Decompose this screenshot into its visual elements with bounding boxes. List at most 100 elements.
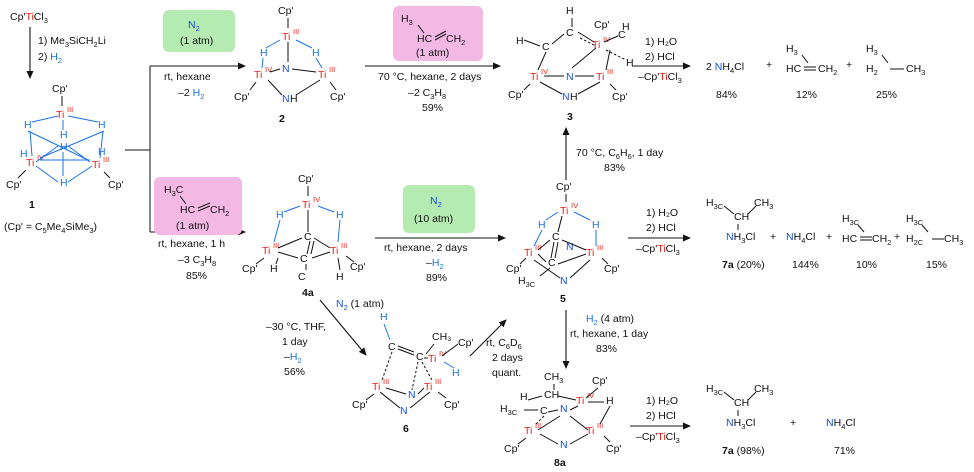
cond-4a-5-line1: rt, hexane, 2 days <box>384 242 467 254</box>
svg-text:IV: IV <box>313 195 320 204</box>
reagent-n2-a-pressure: (1 atm) <box>180 35 213 47</box>
svg-text:CH: CH <box>544 389 559 401</box>
svg-text:Ti: Ti <box>524 247 532 259</box>
svg-text:H: H <box>24 119 32 131</box>
cond-1-4a-line1: rt, hexane, 1 h <box>158 238 225 250</box>
svg-text:H: H <box>606 395 614 407</box>
svg-text:Ti: Ti <box>26 157 34 169</box>
product-propene-b-ch2: CH2 <box>872 233 891 247</box>
hydrolysis-c-step1: 1) H₂O <box>646 395 678 407</box>
svg-text:H: H <box>20 148 28 160</box>
svg-text:III: III <box>67 105 73 114</box>
svg-text:Ti: Ti <box>576 395 584 407</box>
reagent-box-propene-1atm <box>154 177 242 235</box>
svg-text:Ti: Ti <box>428 353 436 365</box>
c8a-ch3: CH3 <box>544 371 563 385</box>
svg-text:C: C <box>416 351 424 363</box>
svg-text:Cp': Cp' <box>594 19 609 31</box>
svg-text:Ti: Ti <box>56 109 64 121</box>
product-nh4cl-a-yield: 84% <box>716 89 737 101</box>
svg-text:N: N <box>282 93 290 105</box>
propene-a-ch2: CH2 <box>210 204 229 218</box>
plus-bot: + <box>790 417 796 429</box>
svg-text:C: C <box>542 41 550 53</box>
svg-text:H: H <box>520 391 528 403</box>
svg-text:H: H <box>312 47 320 59</box>
compound-2-label: 2 <box>279 113 285 125</box>
svg-text:C: C <box>298 271 306 283</box>
product-7a-b-label: 7a (20%) <box>722 259 765 271</box>
product-propane-a-ch2ch3: H2 <box>866 63 878 77</box>
hydrolysis-b-step1: 1) H₂O <box>646 207 678 219</box>
svg-text:Cp': Cp' <box>506 263 521 275</box>
plus-mid-1: + <box>770 231 776 243</box>
svg-text:H: H <box>270 263 278 275</box>
svg-text:Ti: Ti <box>302 199 310 211</box>
compound-5-label: 5 <box>560 293 566 305</box>
cond-step1-h2: 2) H2 <box>38 51 62 65</box>
svg-text:III: III <box>293 27 299 36</box>
svg-text:III: III <box>535 243 541 252</box>
svg-text:H: H <box>452 367 460 379</box>
svg-text:Ti: Ti <box>424 381 432 393</box>
svg-text:N: N <box>566 241 574 253</box>
product-propene-a-yield: 12% <box>796 89 817 101</box>
svg-text:H: H <box>570 91 578 103</box>
svg-text:Cp': Cp' <box>352 399 367 411</box>
cond-6-5-line1: rt, C6D6 <box>486 337 522 351</box>
svg-text:Cp': Cp' <box>108 179 123 191</box>
cond-4a-6-line2: 1 day <box>282 336 308 348</box>
product-propene-b-yield: 10% <box>856 259 877 271</box>
reagent-box-propene-top <box>393 6 483 61</box>
product-nh4cl-b-yield: 144% <box>792 259 819 271</box>
svg-text:III: III <box>103 155 109 164</box>
cond-2-3-line1: 70 °C, hexane, 2 days <box>378 71 481 83</box>
svg-text:IV: IV <box>541 67 548 76</box>
svg-text:Cp': Cp' <box>604 263 619 275</box>
svg-text:N: N <box>560 403 568 415</box>
svg-text:H: H <box>336 209 344 221</box>
svg-text:C: C <box>618 29 626 41</box>
product-propene-a-hc: HC <box>786 63 802 75</box>
cond-4a-6-line1: –30 °C, THF, <box>266 321 326 333</box>
plus-top-2: + <box>846 59 852 71</box>
reagent-box-n2-1atm <box>163 10 235 52</box>
svg-text:H: H <box>336 271 344 283</box>
svg-text:H: H <box>98 146 106 158</box>
svg-text:Cp': Cp' <box>458 337 473 349</box>
svg-text:III: III <box>597 421 603 430</box>
cond-1-4a-yield: 85% <box>186 270 207 282</box>
svg-text:Ti: Ti <box>530 71 538 83</box>
svg-text:H: H <box>60 141 68 153</box>
svg-text:H: H <box>60 177 68 189</box>
product-propane-b-ch3: H3C <box>906 213 924 227</box>
svg-text:H: H <box>592 219 600 231</box>
arrow-4a-to-6 <box>319 299 367 356</box>
reagent-box-n2-10atm <box>403 185 475 233</box>
product-propane-a-ch3: H3 <box>866 43 878 57</box>
svg-text:III: III <box>535 421 541 430</box>
reagent-n2-b-pressure: (10 atm) <box>414 213 453 225</box>
svg-text:Ti: Ti <box>586 247 594 259</box>
svg-text:Cp': Cp' <box>52 83 67 95</box>
svg-text:C: C <box>552 231 560 243</box>
svg-text:Ti: Ti <box>596 71 604 83</box>
svg-text:III: III <box>329 65 335 74</box>
svg-text:H: H <box>538 219 546 231</box>
product-propene-b-hc: HC <box>842 233 858 245</box>
cond-4a-5-yield: 89% <box>426 272 447 284</box>
product-propane-a-ch3end: CH3 <box>906 63 925 77</box>
svg-text:C: C <box>304 231 312 243</box>
cond-4a-6-line3: –H2 <box>284 351 302 365</box>
arrow-6-to-5 <box>469 319 507 357</box>
hydrolysis-c-byproduct: –Cp'TiCl3 <box>636 431 680 445</box>
propene-b-pressure: (1 atm) <box>416 47 449 59</box>
product-nh4cl-b: NH4Cl <box>786 231 815 245</box>
product-7a-c-label: 7a (98%) <box>722 445 765 457</box>
svg-text:Ti: Ti <box>330 245 338 257</box>
hydrolysis-c-step2: 2) HCl <box>646 410 676 422</box>
